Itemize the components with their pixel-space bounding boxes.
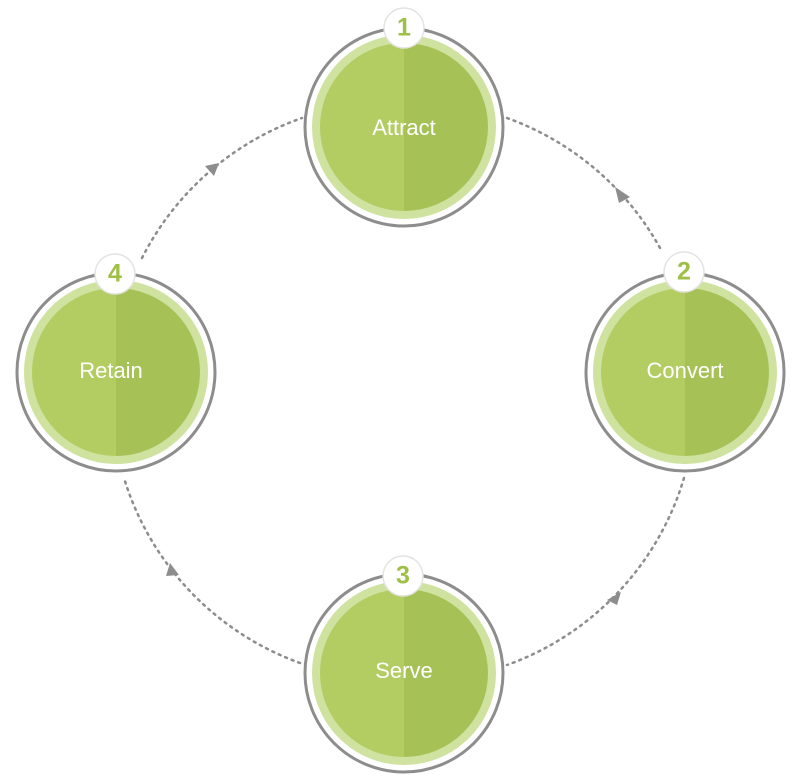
arrowhead-to-convert bbox=[615, 187, 630, 203]
stage-number: 3 bbox=[396, 562, 410, 590]
stage-node-serve: Serve 3 bbox=[303, 555, 505, 774]
arrowheads bbox=[166, 163, 630, 605]
stage-number-badge: 3 bbox=[382, 555, 424, 597]
connector-convert-to-serve bbox=[505, 476, 686, 667]
stage-node-retain: Retain 4 bbox=[15, 253, 217, 473]
stage-label: Attract bbox=[372, 115, 436, 140]
arrowhead-to-retain bbox=[166, 563, 179, 576]
stage-node-attract: Attract 1 bbox=[303, 7, 505, 228]
stage-label: Serve bbox=[375, 658, 432, 683]
stage-label: Retain bbox=[79, 358, 143, 383]
stage-number-badge: 1 bbox=[383, 7, 425, 49]
connector-attract-to-convert bbox=[505, 116, 662, 250]
arrowhead-to-attract bbox=[205, 163, 219, 176]
connectors bbox=[122, 116, 686, 667]
stage-number: 4 bbox=[108, 260, 122, 288]
stage-number: 2 bbox=[677, 258, 691, 286]
arrowhead-to-serve bbox=[607, 592, 621, 605]
stage-number-badge: 2 bbox=[663, 251, 705, 293]
stage-label: Convert bbox=[646, 358, 723, 383]
stage-node-convert: Convert 2 bbox=[584, 251, 786, 473]
connector-retain-to-attract bbox=[140, 116, 304, 260]
stage-number-badge: 4 bbox=[94, 253, 136, 295]
stage-number: 1 bbox=[397, 14, 411, 42]
connector-serve-to-retain bbox=[122, 476, 302, 665]
